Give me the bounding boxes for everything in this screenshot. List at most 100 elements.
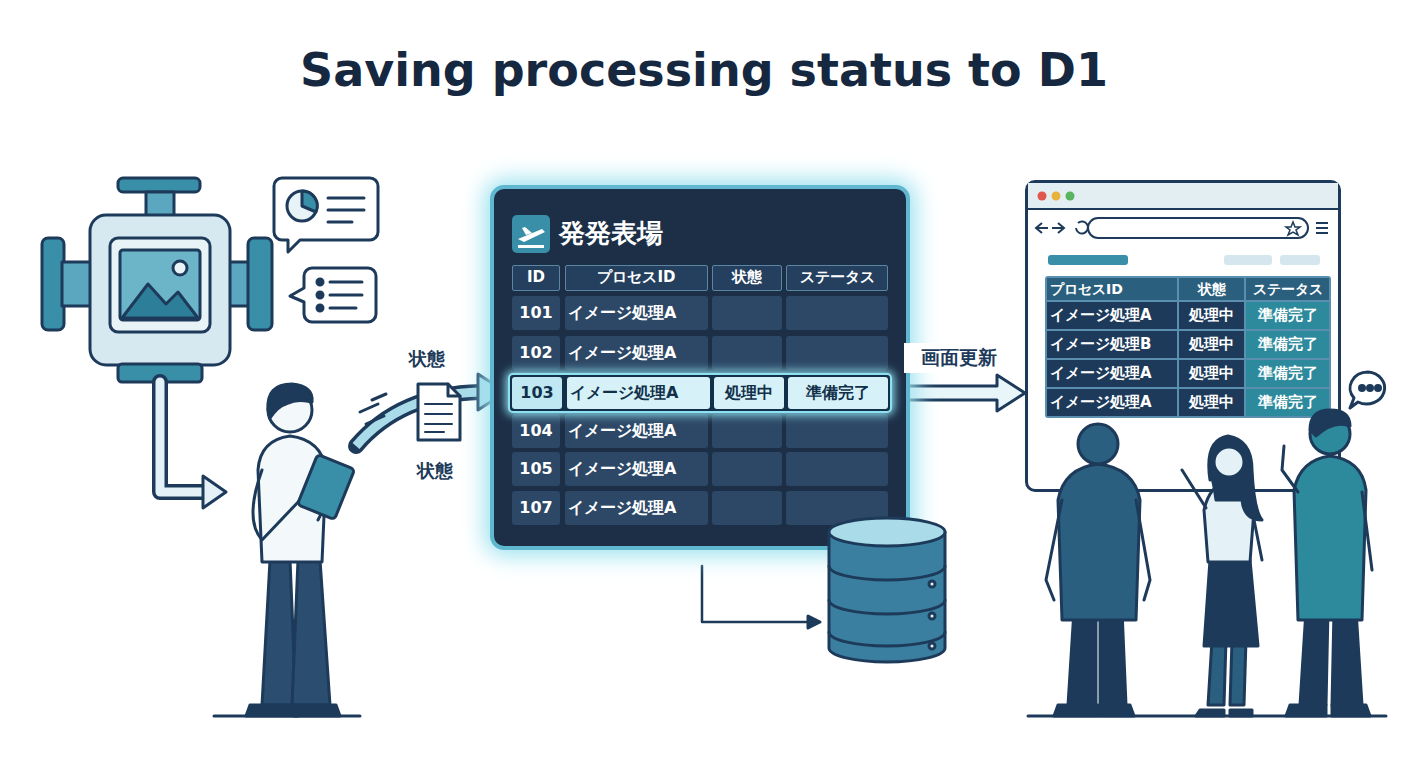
row-cell: イメージ処理A [567, 377, 710, 409]
table-cell [712, 452, 782, 486]
list-line [330, 307, 356, 310]
database-body [829, 532, 945, 662]
person-arm [1182, 470, 1206, 508]
person-hair [268, 384, 312, 418]
db-arrow [702, 566, 812, 622]
machine-stem [146, 192, 174, 217]
browser-cell-text: 処理中 [1179, 360, 1244, 387]
person-leg [1332, 610, 1362, 705]
person-arm [1252, 510, 1262, 560]
machine-left-joint [62, 262, 92, 306]
person-leg [1230, 640, 1246, 705]
document-line [425, 403, 452, 405]
person-hair [1310, 410, 1350, 436]
list-line [330, 294, 362, 297]
browser-cell-text: 準備完了 [1246, 360, 1329, 387]
browser-cell-text: 準備完了 [1246, 389, 1329, 416]
browser-cell-text: 準備完了 [1246, 302, 1329, 329]
pie-slice [302, 191, 317, 212]
column-header: ID [512, 265, 560, 291]
person-leg [1208, 640, 1226, 705]
row-id: 107 [512, 491, 560, 525]
status-label: 状態 [392, 344, 462, 374]
table-cell [786, 336, 888, 370]
machine-screen [120, 250, 200, 320]
bubble-line [328, 209, 364, 212]
plane-icon [512, 215, 550, 253]
browser-chrome [1028, 183, 1338, 277]
person-arm [253, 470, 300, 540]
database-band [829, 632, 945, 646]
list-dot [317, 279, 323, 285]
db-arrowhead [808, 616, 820, 628]
person-leg [1100, 610, 1126, 705]
speech-bubble [1350, 372, 1385, 408]
row-cell: 処理中 [714, 377, 784, 409]
document-line [425, 413, 452, 415]
column-header: プロセスID [565, 265, 708, 291]
machine-body [90, 215, 230, 365]
browser-column-header: プロセスID [1047, 278, 1177, 300]
browser-cell-text: 準備完了 [1246, 331, 1329, 358]
status-label: 状態 [400, 456, 470, 486]
machine-right-handle [248, 238, 272, 330]
person-leg [1068, 610, 1096, 705]
process-name: イメージ処理A [565, 452, 708, 486]
bubble-line [328, 197, 364, 200]
table-cell [712, 296, 782, 330]
list-line [330, 281, 362, 284]
bubble-dot [1368, 386, 1373, 391]
table-cell [786, 414, 888, 448]
browser-column-header: 状態 [1179, 278, 1244, 300]
person-shoe [1196, 710, 1224, 716]
person-sweater [1294, 456, 1366, 620]
person-coat [1058, 464, 1140, 620]
person-hair [1209, 436, 1262, 520]
browser-cell-text: 処理中 [1179, 302, 1244, 329]
mountain-icon [122, 284, 198, 318]
person-arm [1046, 500, 1062, 600]
row-cell: 準備完了 [788, 377, 888, 409]
column-header: 状態 [712, 265, 782, 291]
document-line [425, 423, 452, 425]
person-shoe [1054, 705, 1098, 716]
bubble-dot [1376, 386, 1381, 391]
table-cell [786, 491, 888, 525]
database-light [929, 581, 935, 587]
person-arm-raised [1282, 446, 1298, 492]
process-name: イメージ処理A [565, 414, 708, 448]
table-cell [786, 296, 888, 330]
person-shoe [1286, 705, 1326, 716]
database-band [829, 566, 945, 580]
person-shoe [246, 705, 298, 716]
person-shoe [1100, 705, 1134, 716]
person-head [1078, 424, 1118, 464]
person-blouse [1204, 482, 1254, 562]
document-fold [448, 384, 460, 396]
pipe-fill [160, 382, 205, 492]
person-arm [1362, 492, 1372, 570]
person-shoe [294, 705, 340, 716]
row-id: 102 [512, 336, 560, 370]
machine-screen-frame [110, 238, 210, 332]
row-cell: 103 [512, 377, 562, 409]
document-icon [418, 384, 460, 440]
browser-cell-text: 処理中 [1179, 331, 1244, 358]
browser-window: プロセスID状態ステータスイメージ処理A処理中準備完了イメージ処理B処理中準備完… [1025, 180, 1341, 492]
pipe-arrowhead [203, 476, 226, 508]
person-skirt [1204, 560, 1258, 646]
process-name: イメージ処理A [565, 296, 708, 330]
browser-cell-text: イメージ処理A [1047, 360, 1177, 387]
tablet [297, 454, 354, 519]
row-id: 101 [512, 296, 560, 330]
browser-cell-text: イメージ処理B [1047, 331, 1177, 358]
column-header: ステータス [786, 265, 888, 291]
plane-glyph [512, 215, 550, 253]
board-title: 発発表場 [556, 213, 756, 255]
browser-cell-text: イメージ処理A [1047, 389, 1177, 416]
row-id: 105 [512, 452, 560, 486]
person-head [1310, 414, 1350, 454]
highlighted-row: 103イメージ処理A処理中準備完了 [508, 373, 892, 413]
browser-cell-text: 処理中 [1179, 389, 1244, 416]
database-light [929, 643, 935, 649]
